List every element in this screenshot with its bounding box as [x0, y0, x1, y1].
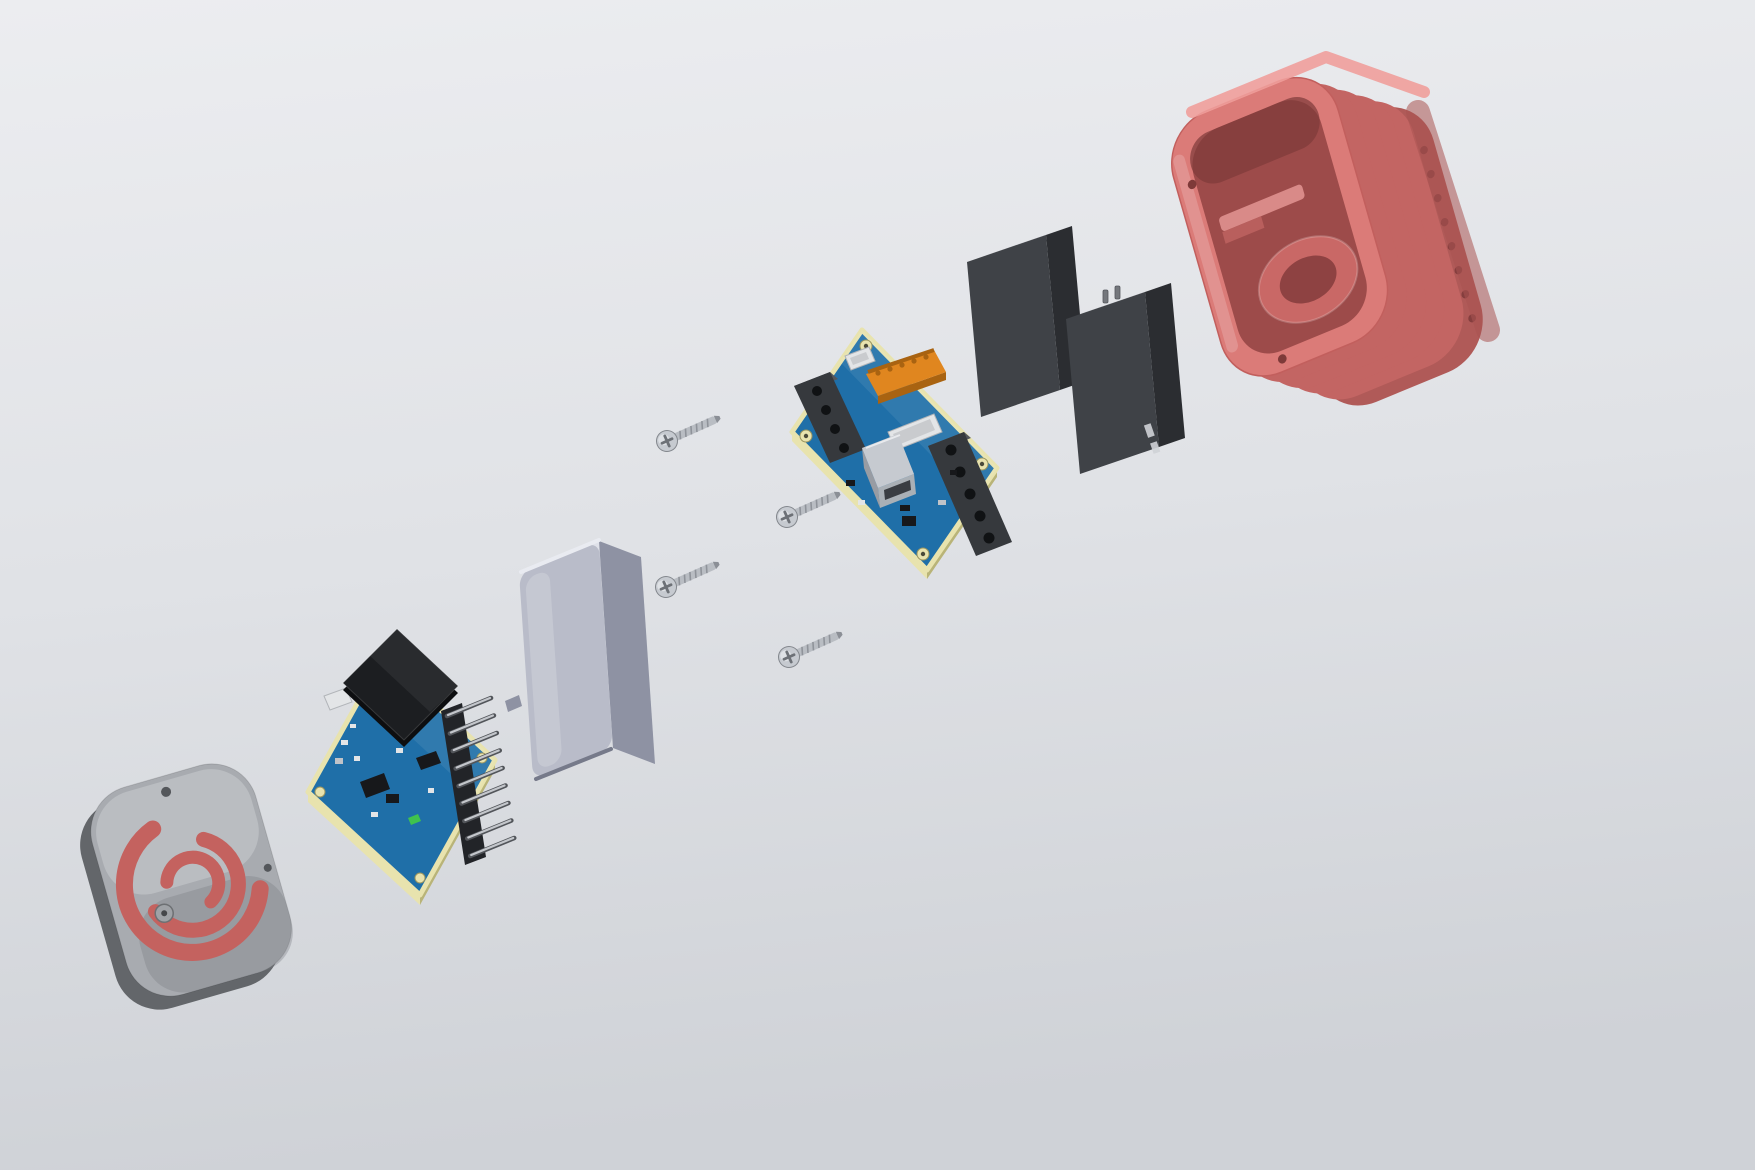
enclosure-cavity-shadow	[1190, 97, 1320, 184]
module-sheen	[369, 629, 458, 712]
smd-components	[846, 470, 957, 526]
orange-connector-socket	[875, 370, 881, 376]
smd-capacitor	[341, 740, 348, 745]
smd-crystal	[335, 758, 343, 764]
usb-connector	[862, 434, 916, 508]
cover-top-hole	[161, 786, 172, 797]
box-slot	[1143, 423, 1155, 438]
mounting-hole	[414, 872, 426, 884]
enclosure-boss-hole	[1279, 255, 1337, 304]
module-box-right-part[interactable]	[1066, 283, 1185, 474]
smd-ic	[386, 794, 399, 803]
header-pins-highlight	[446, 696, 515, 857]
terminal-face	[794, 372, 866, 463]
usb-side-face	[862, 448, 880, 508]
smd-ic	[360, 773, 390, 798]
box-pin	[1102, 289, 1109, 304]
module-body	[342, 628, 459, 741]
battery-part[interactable]	[505, 538, 655, 781]
spiral-arc-outer	[115, 820, 269, 961]
terminal-hole	[839, 443, 849, 453]
smd-capacitor	[858, 500, 865, 505]
right-terminal-block	[928, 432, 1012, 556]
spiral-arc-inner	[160, 850, 226, 909]
terminal-hole	[830, 424, 840, 434]
smd-capacitor	[396, 748, 403, 753]
box-top-face	[967, 226, 1072, 262]
main-board-part[interactable]	[789, 327, 1012, 579]
orange-connector-socket	[899, 362, 905, 368]
orange-connector-side	[878, 372, 946, 404]
terminal-hole	[974, 510, 986, 522]
smd-capacitor	[938, 500, 946, 505]
led-green	[408, 814, 421, 825]
battery-tab	[505, 695, 522, 712]
box-slots	[1143, 423, 1161, 454]
left-terminal-block	[794, 372, 866, 463]
smd-capacitor	[428, 788, 434, 793]
cover-center-screw-dot	[161, 910, 168, 917]
mounting-hole-center	[803, 433, 809, 439]
enclosure-mount-bar	[1219, 184, 1305, 231]
orange-connector-body	[866, 350, 946, 396]
terminal-hole	[945, 444, 957, 456]
usb-highlight	[865, 434, 901, 449]
enclosure-rim-screw-hole	[1187, 179, 1197, 190]
white-connector-slot	[893, 419, 935, 445]
battery-front-face	[519, 545, 613, 776]
battery-side-face	[599, 541, 655, 764]
box-front-face	[967, 235, 1060, 417]
smd-chip	[900, 505, 910, 511]
terminal-hole	[983, 532, 995, 544]
box-slot	[1150, 441, 1161, 454]
spiral-arc-middle	[147, 831, 246, 938]
smd-ic	[416, 751, 441, 770]
usb-slot	[884, 480, 911, 500]
orange-connector-socket	[911, 358, 917, 364]
orange-connector-socket	[923, 354, 929, 360]
smd-chip	[902, 516, 916, 526]
white-connector-top	[844, 346, 876, 371]
spiral-emblem	[115, 820, 269, 961]
orange-connector	[866, 348, 946, 404]
usb-top-face	[862, 434, 914, 488]
box-front-face	[1066, 292, 1159, 474]
enclosure-mount-bar-step	[1222, 216, 1265, 244]
pin-header	[441, 695, 517, 865]
rf-module	[342, 628, 459, 747]
enclosure-rim-screw-hole	[1277, 354, 1287, 364]
smd-capacitor	[350, 724, 356, 728]
terminal-hole	[964, 488, 976, 500]
smd-chip	[950, 470, 957, 475]
battery-front-highlight	[525, 572, 562, 767]
orange-connector-rail	[867, 348, 935, 374]
front-cover-part[interactable]	[67, 753, 305, 1021]
rear-enclosure-part[interactable]	[1160, 30, 1500, 453]
enclosure-side-shade	[1406, 100, 1500, 342]
sensor-board-part[interactable]	[305, 628, 517, 905]
enclosure-top-highlight	[1186, 51, 1430, 118]
battery-bottom-edge	[534, 747, 613, 781]
smd-chip	[846, 480, 855, 486]
battery-top-edge-highlight	[519, 538, 601, 574]
mounting-hole-center	[979, 461, 985, 467]
mounting-hole-center	[863, 343, 869, 349]
white-connector-body	[323, 687, 353, 711]
smd-capacitor	[371, 812, 378, 817]
box-side-face	[1145, 283, 1185, 447]
mounting-hole-center	[920, 551, 926, 557]
enclosure-rim-specular	[1173, 154, 1238, 353]
terminal-hole	[954, 466, 966, 478]
orange-connector-socket	[887, 366, 893, 372]
terminal-hole	[812, 386, 822, 396]
mounting-hole	[314, 786, 326, 798]
terminal-hole	[821, 405, 831, 415]
cover-side-hole	[263, 863, 272, 872]
smd-capacitor	[354, 756, 360, 761]
box-pin	[1114, 285, 1121, 300]
box-top-face	[1066, 283, 1171, 319]
white-connector-slot	[850, 352, 869, 365]
